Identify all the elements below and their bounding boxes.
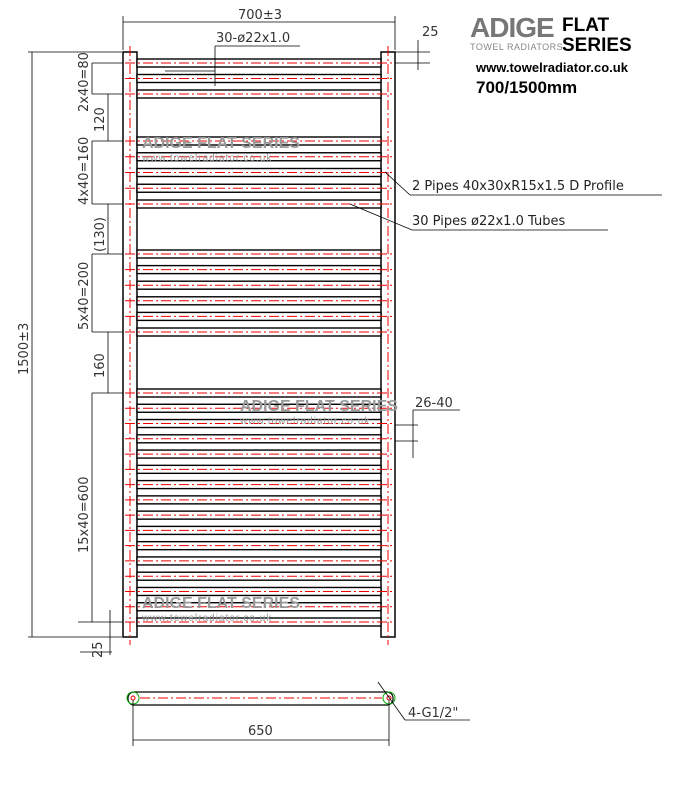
bottom-offset-dimension: 25 — [91, 641, 106, 658]
logo-brand: ADIGE — [470, 12, 555, 43]
width-dimension: 700±3 — [238, 8, 282, 23]
product-size: 700/1500mm — [476, 78, 578, 97]
series-line-1: FLAT — [562, 15, 610, 36]
profile-label: 2 Pipes 40x30xR15x1.5 D Profile — [412, 179, 624, 194]
wall-gap-dimension: 26-40 — [415, 396, 453, 411]
dimension-lines — [78, 62, 123, 655]
group1-dimension: 2x40=80 — [77, 52, 92, 112]
group3-dimension: 5x40=200 — [77, 262, 92, 330]
connections-label: 4-G1/2" — [408, 706, 458, 721]
plan-view — [126, 691, 396, 706]
gap3-dimension: 160 — [93, 353, 108, 378]
centres-dimension: 650 — [248, 724, 273, 739]
leader-line — [384, 171, 411, 196]
tube-rows — [125, 58, 393, 627]
brand-logo: ADIGE TOWEL RADIATORS FLAT SERIES www.to… — [470, 12, 650, 98]
gap2-dimension: (130) — [93, 217, 108, 252]
leader-line — [349, 203, 413, 231]
website-url: www.towelradiator.co.uk — [476, 60, 628, 75]
tubes-label: 30 Pipes ø22x1.0 Tubes — [412, 214, 565, 229]
top-offset-dimension: 25 — [422, 25, 439, 40]
series-name: FLAT SERIES — [562, 16, 632, 56]
group4-dimension: 15x40=600 — [77, 477, 92, 553]
gap1-dimension: 120 — [93, 107, 108, 132]
group2-dimension: 4x40=160 — [77, 137, 92, 205]
leader-line — [377, 681, 406, 721]
height-dimension: 1500±3 — [17, 323, 32, 375]
logo-tagline: TOWEL RADIATORS — [470, 42, 564, 52]
tube-spec-label: 30-ø22x1.0 — [216, 31, 290, 46]
series-line-2: SERIES — [562, 35, 632, 56]
